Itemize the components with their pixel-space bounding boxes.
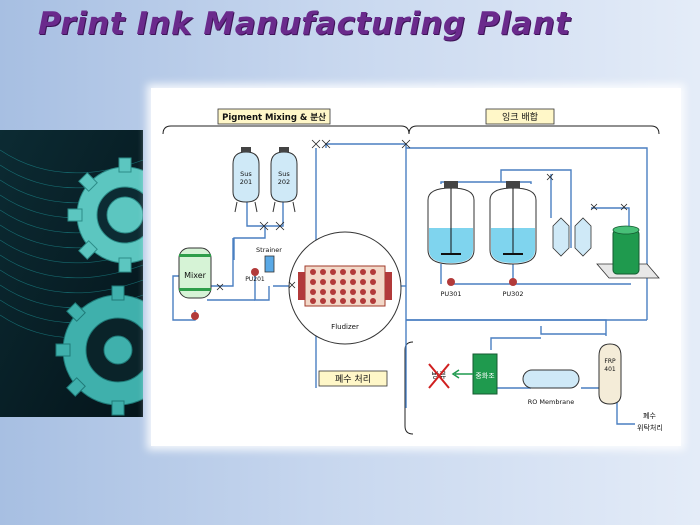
svg-text:Pigment Mixing & 분산: Pigment Mixing & 분산 (222, 112, 326, 123)
svg-text:Strainer: Strainer (256, 246, 282, 254)
arrow-icon (451, 369, 473, 379)
svg-text:중화조: 중화조 (475, 372, 495, 380)
valve-icon (216, 139, 628, 291)
page-title: Print Ink Manufacturing Plant (38, 6, 571, 42)
pu301-label: PU301 (440, 290, 461, 298)
gear-icon (67, 157, 143, 273)
neutralization-tank: 중화조 (472, 353, 498, 395)
svg-text:폐수 처리: 폐수 처리 (335, 373, 371, 385)
strainer: Strainer (256, 246, 282, 273)
svg-text:Sus: Sus (278, 170, 290, 178)
filter-units (552, 217, 592, 257)
section-label-pigment-mixing: Pigment Mixing & 분산 (217, 108, 331, 125)
outlet-label-line2: 위탁처리 (637, 423, 663, 432)
svg-text:잉크 배합: 잉크 배합 (502, 111, 538, 123)
blend-tank-pu301 (427, 181, 475, 265)
process-diagram: Pigment Mixing & 분산 잉크 배합 폐수 처리 (151, 88, 681, 446)
section-label-ink-blending: 잉크 배합 (485, 108, 555, 125)
green-storage-tank (596, 225, 660, 279)
pump-icon (447, 278, 455, 286)
frp-401-tank: FRP 401 (598, 343, 622, 405)
blend-tank-pu302 (489, 181, 537, 265)
ro-membrane: RO Membrane (522, 369, 580, 406)
svg-text:Sus: Sus (240, 170, 252, 178)
svg-text:202: 202 (278, 178, 290, 186)
outlet-label-line1: 폐수 (643, 411, 656, 420)
svg-text:RO Membrane: RO Membrane (528, 398, 575, 406)
gear-decoration-image (0, 130, 143, 417)
pump-icon (191, 312, 199, 320)
sus-202-tank: Sus 202 (270, 147, 298, 213)
gear-icon (55, 285, 143, 416)
pu302-label: PU302 (502, 290, 523, 298)
section-label-wastewater: 폐수 처리 (318, 370, 388, 387)
pump-icon (251, 268, 259, 276)
svg-text:401: 401 (604, 366, 616, 373)
fludizer: Fludizer (288, 231, 402, 345)
svg-text:Mixer: Mixer (184, 271, 207, 280)
svg-text:Fludizer: Fludizer (331, 323, 359, 331)
discharge-crossed: 방류 (428, 363, 473, 389)
sus-201-tank: Sus 201 (232, 147, 260, 213)
pu201-label: PU201 (245, 276, 265, 283)
svg-text:FRP: FRP (604, 358, 616, 365)
pump-icon (509, 278, 517, 286)
cross-icon (428, 363, 450, 389)
mixer-vessel: Mixer (178, 247, 212, 299)
svg-text:201: 201 (240, 178, 252, 186)
